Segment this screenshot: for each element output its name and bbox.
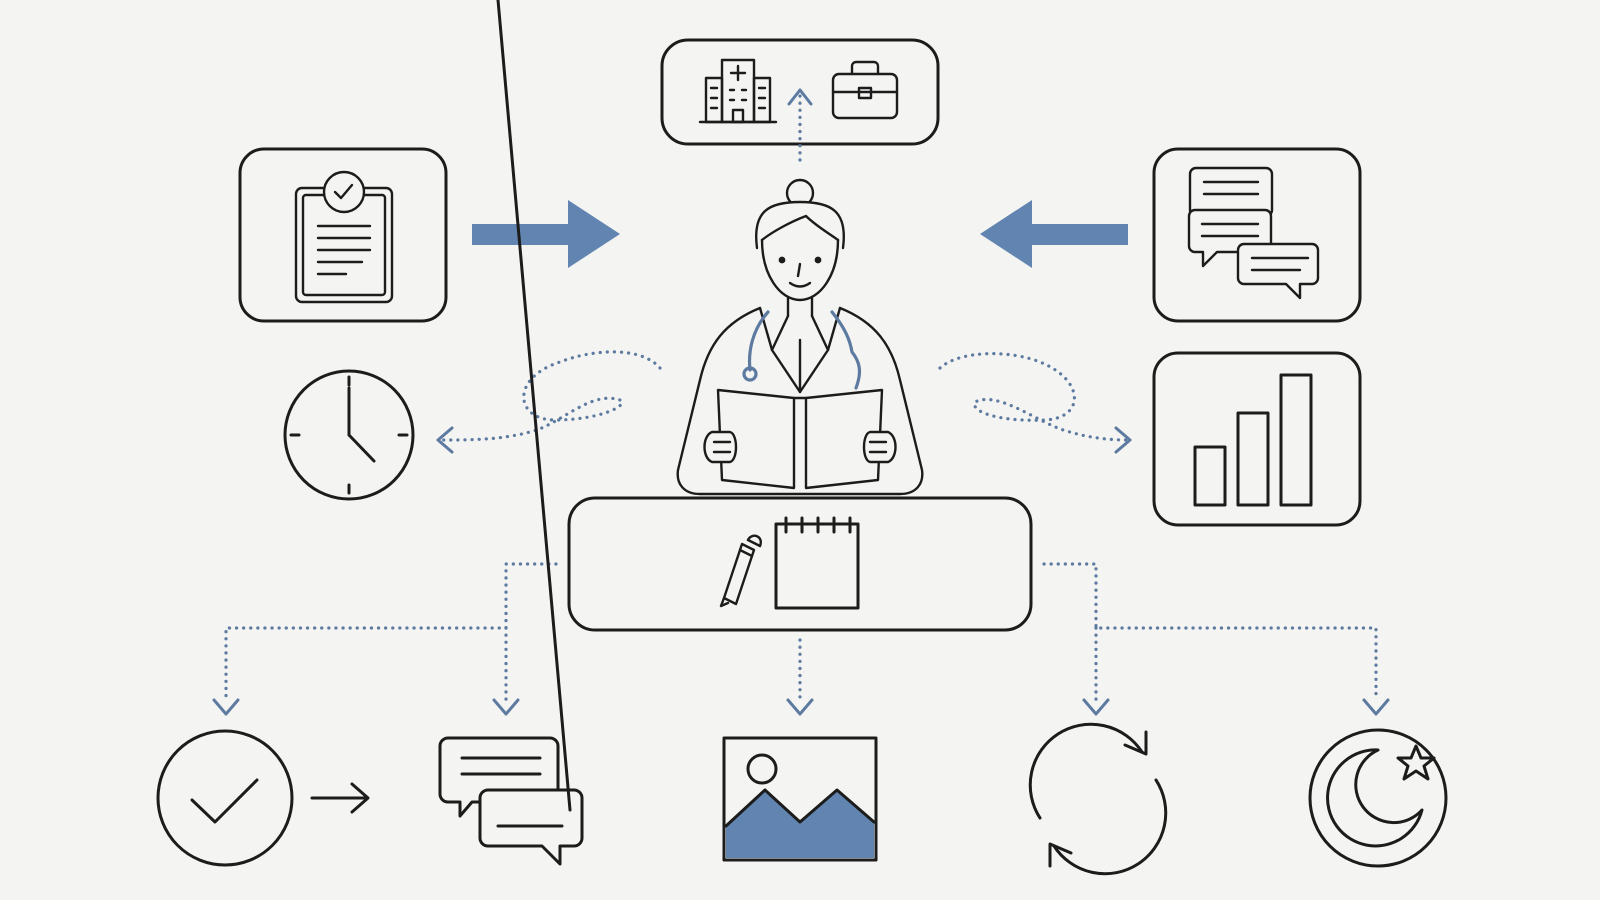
chat-bubbles-icon [438, 0, 584, 866]
moon-star-icon [1308, 728, 1448, 868]
clipboard-box [238, 147, 448, 323]
notes-box [567, 496, 1033, 632]
small-right-arrow [310, 782, 370, 814]
solid-left-arrow [980, 200, 1128, 268]
checkmark-circle-icon [156, 729, 294, 867]
bottom-connectors [212, 562, 1390, 716]
doctor-reading-chart-icon [676, 178, 924, 496]
connector-up-to-top-box [787, 88, 813, 162]
solid-right-arrow [472, 200, 620, 268]
image-landscape-icon [722, 736, 878, 862]
notepad-icon [774, 516, 860, 610]
refresh-cycle-icon [1028, 722, 1168, 876]
connector-to-bar-chart [938, 352, 1132, 454]
top-box [660, 38, 940, 146]
bar-chart-icon [1193, 373, 1313, 507]
hospital-icon [698, 58, 778, 124]
connector-to-clock [436, 350, 662, 454]
chat-bubbles-icon [1187, 166, 1320, 300]
clipboard-checklist-icon [294, 170, 394, 304]
clock-icon [283, 369, 415, 501]
bar-chart-box [1152, 351, 1362, 527]
chat-box [1152, 147, 1362, 323]
briefcase-icon [831, 60, 899, 120]
pencil-icon [719, 534, 762, 608]
